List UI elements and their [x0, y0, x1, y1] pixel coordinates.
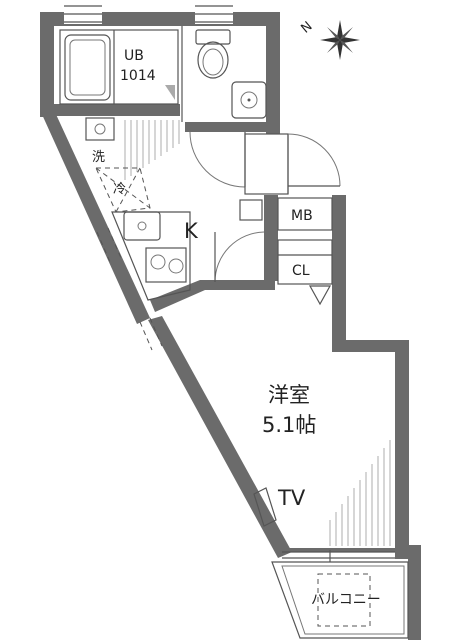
fridge-label: 冷	[113, 182, 126, 197]
tv-label: TV	[277, 486, 306, 510]
fridge-space	[95, 167, 151, 213]
tv-jack	[253, 487, 277, 527]
meter-box	[239, 197, 333, 231]
kitchen-counter	[111, 211, 191, 301]
unit-bath	[59, 29, 179, 105]
wash-basin	[231, 81, 267, 119]
western-room-area: 5.1帖	[262, 413, 316, 437]
meter-box-label: MB	[291, 208, 313, 224]
walls	[40, 12, 421, 640]
closet	[277, 239, 333, 306]
compass-north-label: N	[298, 19, 315, 37]
kitchen-window	[96, 227, 122, 263]
toilet	[181, 26, 231, 122]
bath-label: UB	[124, 48, 144, 64]
balcony	[271, 561, 409, 639]
western-room-label: 洋室	[268, 383, 310, 407]
compass-icon	[320, 20, 360, 60]
balcony-door	[282, 550, 395, 562]
kitchen-label: K	[184, 219, 199, 243]
kitchen-hatch	[124, 120, 180, 180]
balcony-label: バルコニー	[311, 592, 381, 608]
room-hatch	[329, 440, 391, 546]
closet-label: CL	[292, 263, 310, 279]
washer-pan	[85, 117, 115, 141]
doors	[189, 131, 341, 283]
washer-label: 洗	[92, 150, 105, 165]
top-windows	[64, 2, 233, 24]
bath-size: 1014	[120, 68, 156, 84]
